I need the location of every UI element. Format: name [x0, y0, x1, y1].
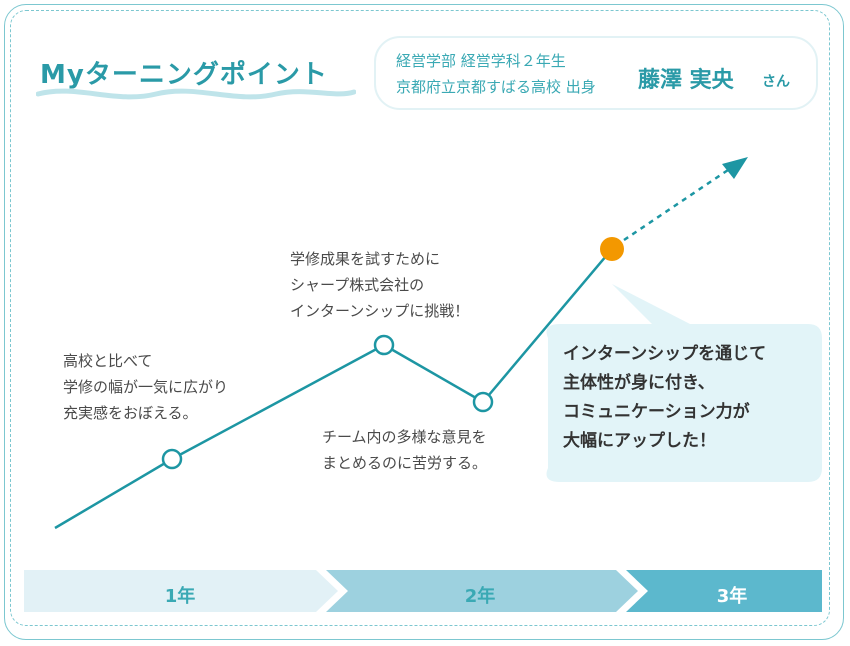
highlight-point	[600, 237, 624, 261]
annotation-line: 充実感をおぼえる。	[63, 404, 198, 422]
title-underline-wave	[36, 88, 356, 100]
student-info-card: 経営学部 経営学科２年生 京都府立京都すばる高校 出身 藤澤 実央 さん	[374, 36, 818, 110]
timeline-segment-year-1	[24, 570, 338, 612]
student-department: 経営学部 経営学科２年生	[396, 52, 566, 70]
inner-dashed-frame	[10, 10, 830, 626]
student-name: 藤澤 実央	[638, 68, 734, 93]
timeline-segment-year-3	[626, 570, 822, 612]
future-dashed-line	[623, 164, 735, 242]
speech-line: 大幅にアップした！	[563, 431, 716, 451]
annotation-line: 学修成果を試すために	[290, 250, 441, 268]
annotation-line: インターンシップに挑戦！	[290, 302, 470, 320]
student-high-school: 京都府立京都すばる高校 出身	[396, 78, 596, 96]
annotation-line: 学修の幅が一気に広がり	[63, 378, 229, 396]
speech-bubble	[546, 284, 822, 482]
annotation-internship: 学修成果を試すために シャープ株式会社の インターンシップに挑戦！	[290, 246, 469, 324]
speech-bubble-text: インターンシップを通じて 主体性が身に付き、 コミュニケーション力が 大幅にアッ…	[563, 340, 766, 456]
annotation-year1: 高校と比べて 学修の幅が一気に広がり 充実感をおぼえる。	[63, 348, 228, 426]
speech-line: 主体性が身に付き、	[563, 373, 715, 393]
speech-line: コミュニケーション力が	[563, 402, 750, 422]
annotation-struggle: チーム内の多様な意見を まとめるのに苦労する。	[322, 424, 487, 476]
milestone-point-2	[373, 334, 395, 356]
student-honorific: さん	[762, 74, 790, 90]
timeline-year-2: 2年	[464, 586, 496, 607]
timeline-year-1: 1年	[164, 586, 196, 607]
page-title: Myターニングポイント	[40, 60, 328, 90]
timeline-year-3: 3年	[716, 586, 748, 607]
milestone-point-1	[161, 448, 183, 470]
arrow-head-icon	[722, 157, 748, 179]
milestone-point-3	[472, 391, 494, 413]
speech-line: インターンシップを通じて	[563, 344, 767, 364]
outer-frame	[4, 4, 844, 640]
annotation-line: シャープ株式会社の	[290, 276, 425, 294]
annotation-line: まとめるのに苦労する。	[322, 454, 488, 472]
annotation-line: 高校と比べて	[63, 352, 153, 370]
annotation-line: チーム内の多様な意見を	[322, 428, 487, 446]
timeline-segment-year-2	[326, 570, 638, 612]
